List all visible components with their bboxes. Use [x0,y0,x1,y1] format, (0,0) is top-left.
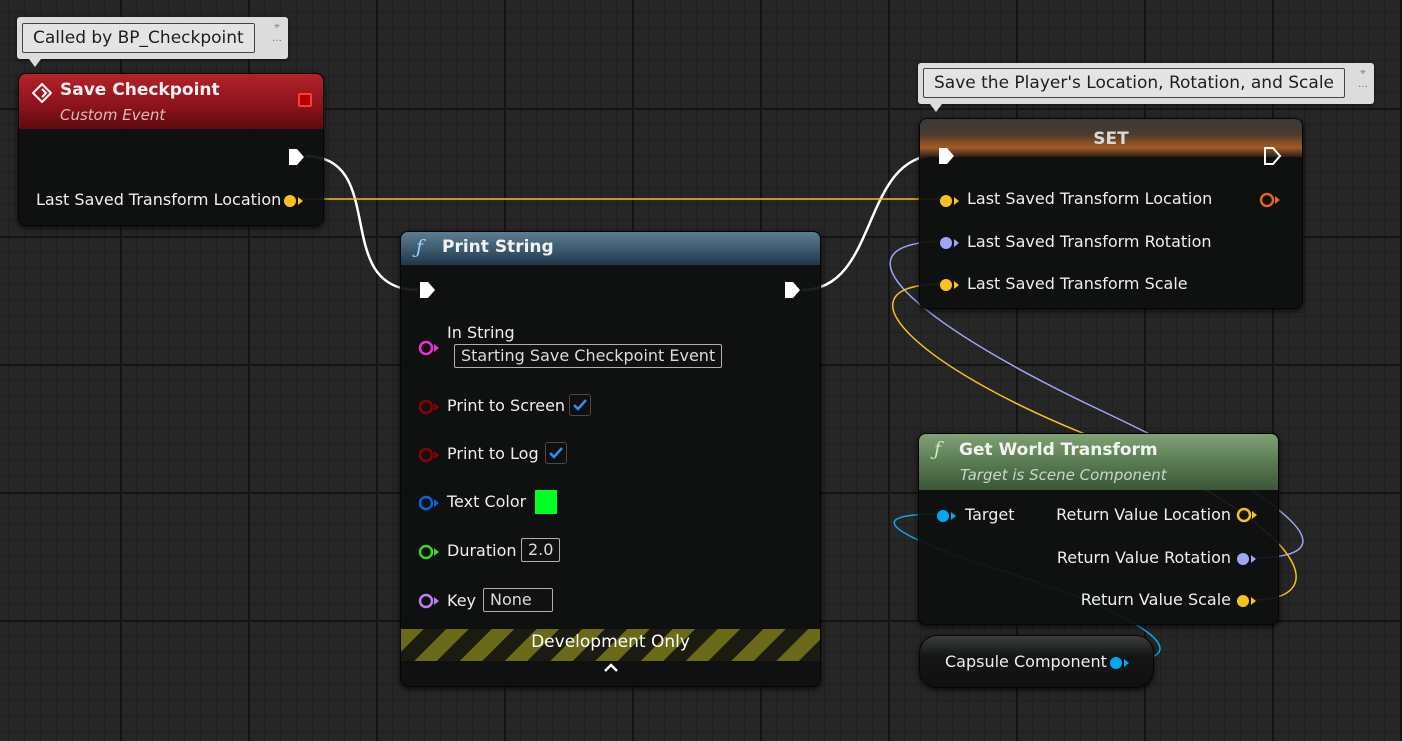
checkmark-icon [549,447,563,459]
development-only-label: Development Only [531,632,690,652]
print-string-title: Print String [442,237,554,257]
delegate-output-icon[interactable] [298,93,312,107]
set-node-header: SET [920,119,1302,157]
return-location-label: Return Value Location [1056,505,1231,524]
set-rotation-in-pin[interactable] [939,235,961,254]
set-rotation-label: Last Saved Transform Rotation [967,232,1212,251]
return-location-out-pin[interactable] [1236,507,1258,527]
text-color-swatch[interactable] [534,489,558,515]
function-icon: ƒ [416,236,424,258]
event-node-subtitle: Custom Event [60,106,166,124]
print-to-screen-label: Print to Screen [447,396,566,415]
return-scale-out-pin[interactable] [1236,593,1258,612]
target-in-pin[interactable] [936,508,958,527]
event-node-title: Save Checkpoint [60,80,220,100]
comment-tail [29,59,41,67]
return-rotation-out-pin[interactable] [1236,551,1258,570]
get-world-transform-node[interactable]: ƒ Get World Transform Target is Scene Co… [918,433,1279,625]
exec-wire-print-to-set [801,153,939,292]
key-pin[interactable] [418,593,440,613]
get-world-transform-title: Get World Transform [959,440,1158,460]
set-scale-label: Last Saved Transform Scale [967,274,1188,293]
print-exec-in-pin[interactable] [418,280,438,304]
set-scale-in-pin[interactable] [939,277,961,296]
event-location-out-pin[interactable] [283,193,305,212]
set-node[interactable]: SET Last Saved Transform Location Last S… [919,118,1303,309]
set-location-out-pin[interactable] [1259,192,1281,212]
print-to-screen-checkbox[interactable] [569,394,591,416]
capsule-component-node[interactable]: Capsule Component [919,635,1154,688]
print-to-log-label: Print to Log [447,444,539,463]
text-color-label: Text Color [447,492,527,511]
print-to-log-pin[interactable] [418,447,440,467]
development-only-bar [401,629,820,661]
set-location-label: Last Saved Transform Location [967,189,1213,208]
print-string-header: ƒ Print String [401,232,820,265]
return-rotation-label: Return Value Rotation [1056,548,1231,567]
event-diamond-icon [31,82,53,107]
set-exec-in-pin[interactable] [937,146,957,170]
key-label: Key [447,591,477,610]
in-string-label: In String [447,323,515,342]
function-icon: ƒ [934,438,942,460]
set-node-title: SET [1093,129,1129,149]
event-node-save-checkpoint[interactable]: Save Checkpoint Custom Event Last Saved … [18,73,324,226]
event-node-header: Save Checkpoint Custom Event [19,74,323,129]
set-location-in-pin[interactable] [939,193,961,212]
comment-tail [930,104,942,112]
target-label: Target [965,505,1015,524]
event-pin-location-label: Last Saved Transform Location [36,190,282,209]
key-input[interactable]: None [483,588,553,612]
checkmark-icon [573,399,587,411]
set-exec-out-pin[interactable] [1263,146,1283,170]
return-scale-label: Return Value Scale [1080,590,1231,609]
comment-save-transform[interactable]: Save the Player's Location, Rotation, an… [918,63,1374,112]
text-color-pin[interactable] [418,495,440,515]
comment-called-by[interactable]: Called by BP_Checkpoint ⌖… [17,17,288,67]
print-to-screen-pin[interactable] [418,399,440,419]
capsule-component-label: Capsule Component [945,652,1107,671]
comment-called-by-text: Called by BP_Checkpoint [22,23,255,53]
pin-icon[interactable]: ⌖… [272,21,282,44]
duration-input[interactable]: 2.0 [521,538,561,562]
in-string-pin[interactable] [418,340,440,360]
in-string-input[interactable]: Starting Save Checkpoint Event [454,344,723,368]
pin-icon[interactable]: ⌖… [1358,67,1368,90]
duration-label: Duration [447,541,517,560]
chevron-up-icon[interactable] [601,660,621,680]
duration-pin[interactable] [418,544,440,564]
capsule-component-out-pin[interactable] [1109,655,1131,674]
print-exec-out-pin[interactable] [783,280,803,304]
print-to-log-checkbox[interactable] [545,442,567,464]
print-string-node[interactable]: ƒ Print String In String Starting Save C… [400,231,821,687]
event-exec-out-pin[interactable] [287,147,307,171]
comment-save-transform-text: Save the Player's Location, Rotation, an… [923,68,1346,98]
get-world-transform-header: ƒ Get World Transform Target is Scene Co… [919,434,1278,490]
get-world-transform-subtitle: Target is Scene Component [960,466,1167,484]
